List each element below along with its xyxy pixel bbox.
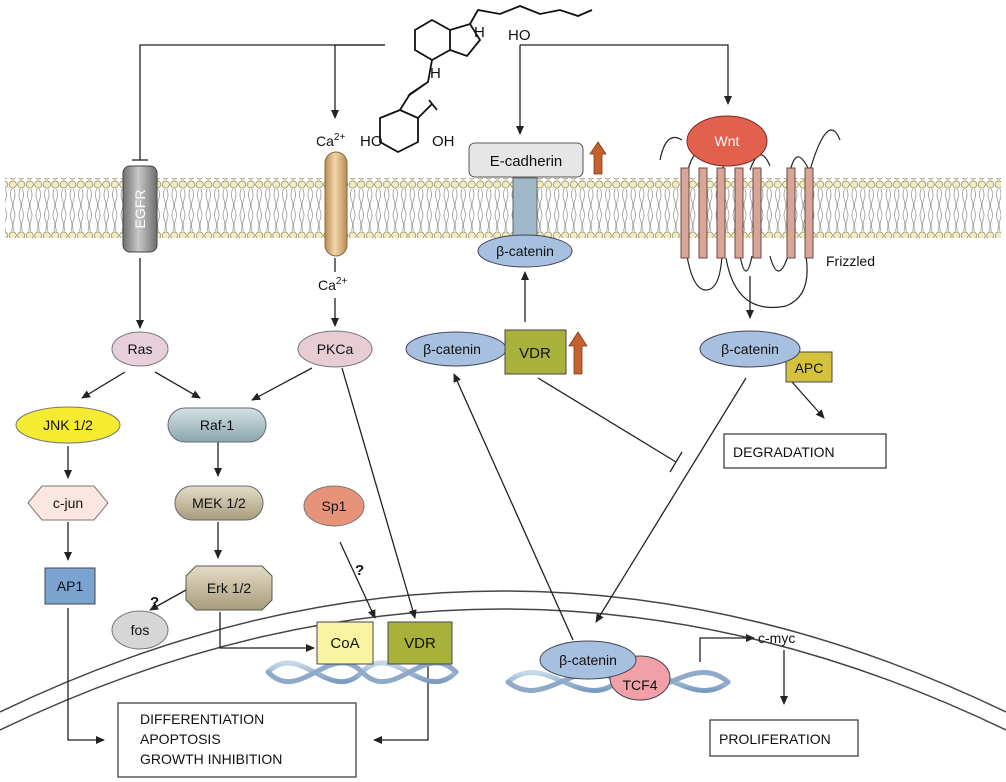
wnt-ligand bbox=[686, 115, 768, 167]
ecadherin-box bbox=[468, 142, 584, 178]
sp1-node bbox=[303, 485, 365, 527]
wnt-label: Wnt bbox=[715, 133, 740, 149]
cjun-node bbox=[27, 485, 109, 521]
mek-node bbox=[174, 485, 264, 521]
egfr-receptor bbox=[122, 165, 158, 253]
sp1-label: Sp1 bbox=[322, 498, 347, 514]
pkca-node bbox=[297, 330, 373, 368]
beta-catenin-apc bbox=[699, 330, 801, 368]
nuclear-envelope-outer bbox=[0, 590, 1006, 713]
ecadherin-transmembrane bbox=[512, 177, 538, 241]
outcome-differentiation: DIFFERENTIATION bbox=[140, 711, 264, 727]
molecule-ho-left: HO bbox=[360, 133, 383, 150]
egfr-label: EGFR bbox=[132, 190, 148, 229]
outcome-growth-inhibition: GROWTH INHIBITION bbox=[140, 751, 282, 767]
degradation-box bbox=[723, 433, 887, 469]
fos-node bbox=[111, 610, 169, 650]
mek-label: MEK 1/2 bbox=[192, 495, 246, 511]
degradation-label: DEGRADATION bbox=[733, 444, 835, 460]
molecule-ho-top: HO bbox=[508, 27, 531, 44]
proliferation-box bbox=[709, 719, 859, 757]
calcium-inside-label: Ca2+ bbox=[318, 276, 347, 293]
jnk-node bbox=[15, 406, 121, 444]
molecule-h-upper: H bbox=[474, 24, 485, 41]
ap1-node bbox=[44, 567, 96, 605]
outcome-box bbox=[117, 702, 357, 778]
jnk-label: JNK 1/2 bbox=[43, 417, 93, 433]
cell-membrane bbox=[5, 178, 1001, 238]
calcitriol-molecule bbox=[379, 5, 593, 154]
erk-node bbox=[185, 565, 273, 611]
sp1-question-mark: ? bbox=[355, 562, 364, 579]
raf-node bbox=[167, 407, 267, 443]
ras-label: Ras bbox=[128, 341, 153, 357]
frizzled-receptor bbox=[680, 167, 814, 259]
beta-catenin-nucleus-label: β-catenin bbox=[559, 652, 617, 668]
pkca-label: PKCa bbox=[317, 341, 354, 357]
beta-catenin-cytoplasm-label: β-catenin bbox=[423, 341, 481, 357]
tcf4-label: TCF4 bbox=[623, 677, 658, 693]
cjun-label: c-jun bbox=[53, 495, 83, 511]
beta-catenin-membrane bbox=[477, 234, 573, 268]
molecule-oh-right: OH bbox=[432, 133, 455, 150]
erk-label: Erk 1/2 bbox=[207, 580, 252, 596]
vdr-nucleus-label: VDR bbox=[404, 635, 436, 652]
cmyc-label: c-myc bbox=[758, 630, 795, 646]
ecadherin-up-arrow bbox=[589, 141, 607, 175]
pathway-arrows bbox=[64, 258, 825, 744]
coa-label: CoA bbox=[330, 635, 359, 652]
fos-question-mark: ? bbox=[150, 594, 159, 611]
ap1-label: AP1 bbox=[57, 578, 84, 594]
vdr-cytoplasm-label: VDR bbox=[519, 345, 551, 362]
frizzled-label: Frizzled bbox=[826, 253, 875, 269]
vdr-nucleus-node bbox=[387, 621, 453, 665]
calcium-outside-label: Ca2+ bbox=[316, 132, 345, 149]
calcium-channel bbox=[324, 151, 348, 257]
vdr-inhibition bbox=[537, 377, 683, 473]
beta-catenin-nucleus bbox=[539, 640, 637, 680]
molecule-h-lower: H bbox=[430, 65, 441, 82]
raf-label: Raf-1 bbox=[200, 417, 234, 433]
apc-label: APC bbox=[795, 360, 824, 376]
outcome-apoptosis: APOPTOSIS bbox=[140, 731, 221, 747]
vdr-up-arrow bbox=[568, 331, 588, 375]
nuclear-envelope-inner bbox=[0, 608, 1006, 731]
fos-label: fos bbox=[131, 622, 150, 638]
coa-node bbox=[316, 621, 374, 665]
vdr-cytoplasm-node bbox=[504, 329, 567, 375]
proliferation-label: PROLIFERATION bbox=[719, 731, 831, 747]
ecadherin-label: E-cadherin bbox=[490, 153, 563, 170]
beta-catenin-membrane-label: β-catenin bbox=[496, 243, 554, 259]
beta-catenin-apc-label: β-catenin bbox=[721, 341, 779, 357]
ras-node bbox=[111, 331, 169, 367]
ligand-connectors bbox=[132, 44, 732, 161]
